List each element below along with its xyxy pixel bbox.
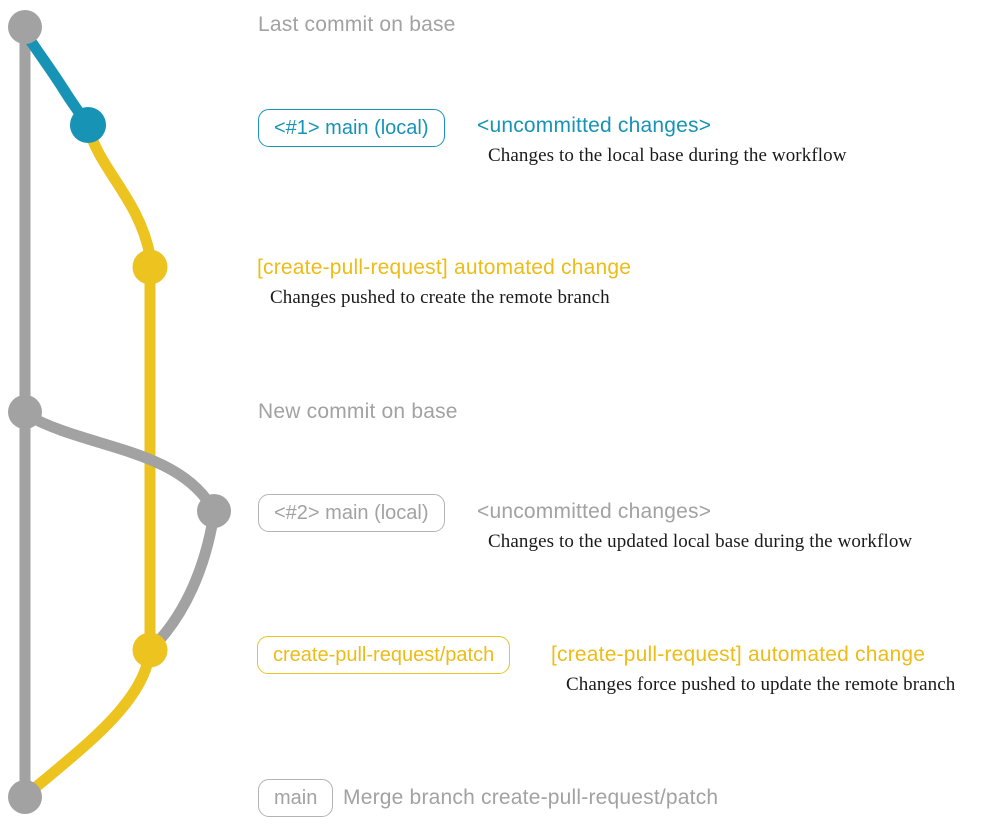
caption-automated-change-2: Changes force pushed to update the remot…	[566, 674, 956, 695]
label-merge-branch: Merge branch create-pull-request/patch	[343, 786, 719, 809]
label-uncommitted-changes-2: <uncommitted changes>	[477, 500, 712, 523]
caption-automated-change-1: Changes pushed to create the remote bran…	[270, 287, 610, 308]
git-graph	[8, 10, 231, 814]
branch-badge-main-local-2: <#2> main (local)	[258, 494, 445, 532]
commit-node-last-commit-on-base	[8, 10, 42, 44]
commit-node-new-commit-on-base	[8, 395, 42, 429]
label-automated-change-2: [create-pull-request] automated change	[551, 643, 926, 666]
caption-uncommitted-changes-2: Changes to the updated local base during…	[488, 531, 913, 552]
commit-node-merge-commit	[8, 780, 42, 814]
label-uncommitted-changes-1: <uncommitted changes>	[477, 114, 712, 137]
commit-node-automated-change-2	[132, 632, 168, 668]
create-pull-request-branch-curve	[24, 120, 156, 798]
updated-local-main-curve-in	[148, 508, 220, 652]
branch-badge-create-pull-request-patch: create-pull-request/patch	[257, 636, 511, 674]
caption-uncommitted-changes-1: Changes to the local base during the wor…	[488, 145, 847, 166]
updated-local-main-curve-out	[21, 409, 217, 512]
branch-badge-main-local-1: <#1> main (local)	[258, 109, 445, 147]
commit-node-automated-change-1	[132, 249, 168, 285]
branch-badge-main: main	[258, 779, 334, 817]
label-last-commit-on-base: Last commit on base	[258, 13, 456, 36]
commit-node-uncommitted-changes-1	[70, 107, 106, 143]
commit-node-uncommitted-changes-2	[197, 494, 231, 528]
label-new-commit-on-base: New commit on base	[258, 400, 458, 423]
label-automated-change-1: [create-pull-request] automated change	[257, 256, 632, 279]
